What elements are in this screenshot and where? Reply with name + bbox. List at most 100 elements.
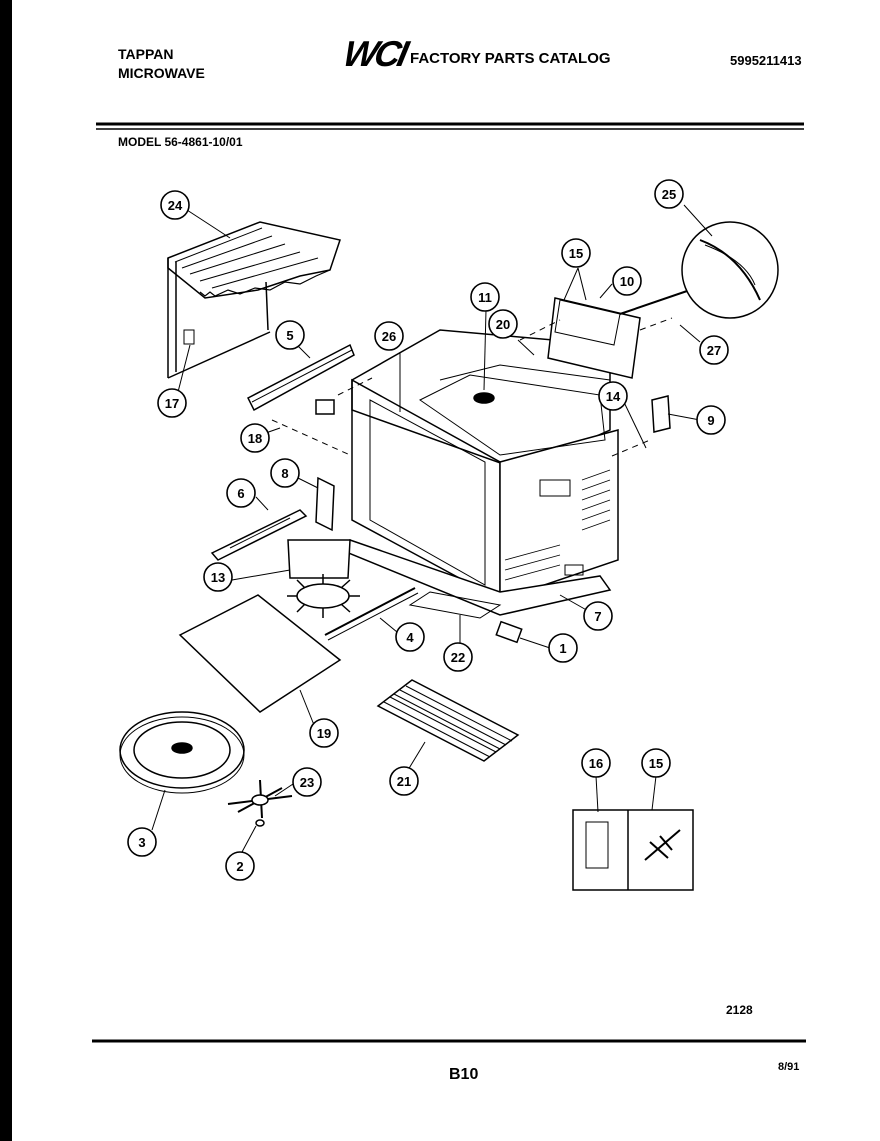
- callout-15: 15: [641, 748, 671, 778]
- callout-21: 21: [389, 766, 419, 796]
- bracket-part: [651, 395, 671, 433]
- callout-circle: [270, 458, 300, 488]
- callout-19: 19: [309, 718, 339, 748]
- callout-circle: [157, 388, 187, 418]
- callout-circle: [488, 309, 518, 339]
- callout-circle: [374, 321, 404, 351]
- callout-circle: [598, 381, 628, 411]
- oven-cavity-part: [351, 329, 619, 602]
- callout-2: 2: [225, 851, 255, 881]
- callout-23: 23: [292, 767, 322, 797]
- callout-circle: [561, 238, 591, 268]
- callout-circle: [127, 827, 157, 857]
- callout-circle: [696, 405, 726, 435]
- callout-number: 21: [397, 774, 411, 789]
- callout-number: 4: [406, 630, 414, 645]
- callout-number: 1: [559, 641, 566, 656]
- grille-part: [376, 679, 520, 762]
- callout-number: 16: [589, 756, 603, 771]
- callout-number: 19: [317, 726, 331, 741]
- callout-5: 5: [275, 320, 305, 350]
- callout-number: 26: [382, 329, 396, 344]
- vent-assembly-part: [547, 289, 691, 379]
- inset-detail-box: [572, 809, 694, 891]
- callout-circle: [581, 748, 611, 778]
- callout-number: 17: [165, 396, 179, 411]
- print-date: 8/91: [778, 1061, 800, 1073]
- callout-4: 4: [395, 622, 425, 652]
- top-cover-part: [167, 221, 341, 379]
- callout-number: 13: [211, 570, 225, 585]
- rail-part: [246, 343, 355, 412]
- turntable-part: [119, 711, 245, 794]
- callout-circle: [225, 851, 255, 881]
- catalog-title: FACTORY PARTS CATALOG: [410, 50, 611, 67]
- callout-13: 13: [203, 562, 233, 592]
- callout-circle: [548, 633, 578, 663]
- callout-11: 11: [470, 282, 500, 312]
- callout-number: 22: [451, 650, 465, 665]
- callout-circle: [160, 190, 190, 220]
- catalog-part-number: 5995211413: [730, 53, 802, 68]
- callout-circle: [654, 179, 684, 209]
- detail-circle: [681, 221, 779, 319]
- callout-25: 25: [654, 179, 684, 209]
- callout-number: 20: [496, 317, 510, 332]
- latch-part: [315, 399, 335, 415]
- callout-number: 27: [707, 343, 721, 358]
- model-number: MODEL 56-4861-10/01: [118, 135, 243, 149]
- callout-number: 7: [594, 609, 601, 624]
- callout-number: 9: [707, 413, 714, 428]
- callout-number: 6: [237, 486, 244, 501]
- callout-number: 8: [281, 466, 288, 481]
- callout-24: 24: [160, 190, 190, 220]
- callout-15: 15: [561, 238, 591, 268]
- callout-number: 25: [662, 187, 676, 202]
- callout-20: 20: [488, 309, 518, 339]
- callout-8: 8: [270, 458, 300, 488]
- callout-circle: [641, 748, 671, 778]
- callout-number: 3: [138, 835, 145, 850]
- callout-7: 7: [583, 601, 613, 631]
- callout-22: 22: [443, 642, 473, 672]
- drawing-reference: 2128: [726, 1003, 753, 1017]
- callout-number: 15: [649, 756, 663, 771]
- callout-circle: [226, 478, 256, 508]
- callout-number: 23: [300, 775, 314, 790]
- roller-part: [227, 779, 293, 827]
- callout-16: 16: [581, 748, 611, 778]
- callout-circle: [699, 335, 729, 365]
- callout-circle: [612, 266, 642, 296]
- callout-circle: [443, 642, 473, 672]
- callout-1: 1: [548, 633, 578, 663]
- callout-number: 18: [248, 431, 262, 446]
- callout-17: 17: [157, 388, 187, 418]
- callout-number: 14: [606, 389, 621, 404]
- callout-14: 14: [598, 381, 628, 411]
- stirrer-shaft-part: [210, 509, 308, 561]
- callout-circle: [292, 767, 322, 797]
- callout-circle: [470, 282, 500, 312]
- connector-part: [495, 620, 523, 644]
- callout-number: 24: [168, 198, 183, 213]
- stirrer-blade-part: [287, 539, 360, 618]
- callout-number: 2: [236, 859, 243, 874]
- stirrer-bracket-part: [315, 476, 335, 532]
- callout-27: 27: [699, 335, 729, 365]
- callout-number: 11: [478, 290, 492, 305]
- callout-circle: [203, 562, 233, 592]
- shelf-sheet-part: [178, 594, 342, 713]
- callout-10: 10: [612, 266, 642, 296]
- callout-6: 6: [226, 478, 256, 508]
- callout-26: 26: [374, 321, 404, 351]
- callout-9: 9: [696, 405, 726, 435]
- callout-circle: [395, 622, 425, 652]
- callout-circle: [583, 601, 613, 631]
- callout-number: 10: [620, 274, 634, 289]
- callout-circle: [275, 320, 305, 350]
- callout-circle: [389, 766, 419, 796]
- callout-3: 3: [127, 827, 157, 857]
- callout-circle: [240, 423, 270, 453]
